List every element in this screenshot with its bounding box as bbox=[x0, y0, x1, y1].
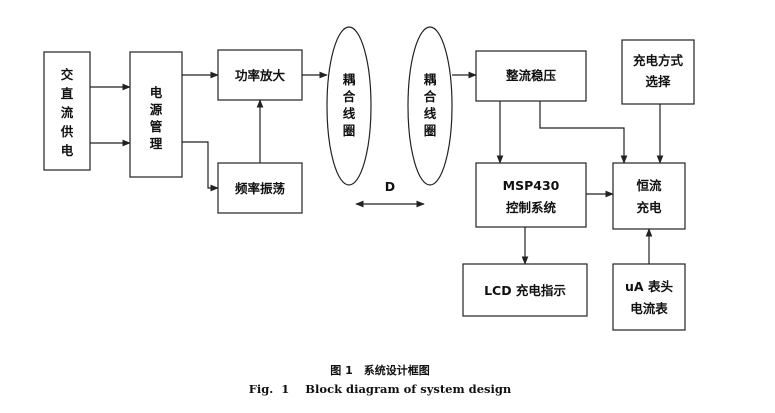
charge-label: 充电 bbox=[636, 200, 662, 215]
power-management-box bbox=[129, 51, 183, 178]
rectifier-label: 整流稳压 bbox=[506, 68, 557, 83]
lcd-indicator-label: LCD 充电指示 bbox=[484, 283, 566, 298]
arrow-rectifier-to-charge bbox=[539, 101, 628, 164]
frequency-oscillator-box bbox=[217, 162, 303, 214]
caption-english: Fig. 1 Block diagram of system design bbox=[249, 382, 512, 396]
coupling-coil-left bbox=[326, 26, 372, 186]
constant-current-charge-box bbox=[612, 162, 686, 230]
msp430-control-box bbox=[475, 162, 587, 228]
power-mgmt-label: 电源管理 bbox=[150, 85, 163, 151]
ac-dc-supply-box bbox=[43, 51, 91, 171]
power-amplifier-box bbox=[217, 49, 303, 101]
charge-mode-label-2: 选择 bbox=[645, 74, 671, 89]
ua-meter-label: uA 表头 bbox=[625, 279, 673, 294]
control-system-label: 控制系统 bbox=[506, 200, 557, 215]
distance-label: D bbox=[385, 179, 395, 194]
ac-supply-label: 交直流供电 bbox=[60, 67, 74, 158]
arrow-mgmt-to-osc bbox=[182, 141, 219, 192]
caption-chinese: 图 1 系统设计框图 bbox=[330, 363, 429, 377]
power-amp-label: 功率放大 bbox=[235, 68, 286, 83]
coil-left-label: 耦合线圈 bbox=[343, 72, 356, 138]
charge-mode-label-1: 充电方式 bbox=[633, 53, 684, 68]
ammeter-label: 电流表 bbox=[630, 301, 668, 316]
coil-right-label: 耦合线圈 bbox=[424, 72, 437, 138]
coupling-coil-right bbox=[407, 26, 453, 186]
constant-current-label: 恒流 bbox=[636, 178, 662, 193]
rectifier-regulator-box bbox=[475, 50, 587, 102]
msp430-label: MSP430 bbox=[503, 178, 560, 193]
charge-mode-select-box bbox=[621, 39, 695, 105]
lcd-indicator-box bbox=[462, 263, 588, 317]
ua-meter-box bbox=[612, 263, 686, 331]
freq-osc-label: 频率振荡 bbox=[235, 181, 286, 196]
